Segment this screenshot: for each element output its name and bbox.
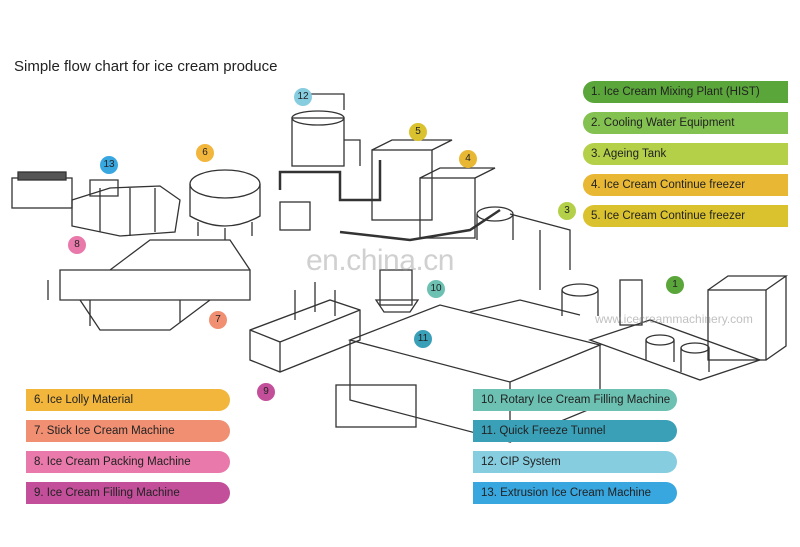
legend-label: 12. CIP System [481, 456, 561, 468]
badge-stick-machine: 7 [209, 311, 227, 329]
badge-freezer-4: 4 [459, 150, 477, 168]
ice-lolly-material-tank-drawing [189, 169, 261, 240]
legend-item-continue-freezer-5: 5. Ice Cream Continue freezer [583, 205, 788, 227]
legend-label: 1. Ice Cream Mixing Plant (HIST) [591, 86, 760, 98]
legend-label: 8. Ice Cream Packing Machine [34, 456, 191, 468]
mixing-plant-drawing [588, 275, 789, 381]
legend-item-continue-freezer-4: 4. Ice Cream Continue freezer [583, 174, 788, 196]
legend-item-quick-freeze: 11. Quick Freeze Tunnel [473, 420, 677, 442]
ageing-tank-drawing [476, 206, 599, 316]
legend-label: 6. Ice Lolly Material [34, 394, 134, 406]
stick-ice-cream-machine-drawing [47, 239, 251, 331]
legend-label: 11. Quick Freeze Tunnel [481, 425, 606, 437]
legend-item-ice-lolly-material: 6. Ice Lolly Material [26, 389, 230, 411]
legend-item-mixing-plant: 1. Ice Cream Mixing Plant (HIST) [583, 81, 788, 103]
extrusion-ice-cream-machine-drawing [11, 171, 181, 237]
legend-label: 10. Rotary Ice Cream Filling Machine [481, 394, 671, 406]
legend-item-rotary-filling: 10. Rotary Ice Cream Filling Machine [473, 389, 677, 411]
legend-label: 4. Ice Cream Continue freezer [591, 179, 746, 191]
legend-label: 13. Extrusion Ice Cream Machine [481, 487, 652, 499]
legend-item-extrusion-machine: 13. Extrusion Ice Cream Machine [473, 482, 677, 504]
legend-label: 5. Ice Cream Continue freezer [591, 210, 746, 222]
badge-ageing-tank: 3 [558, 202, 576, 220]
badge-freezer-5: 5 [409, 123, 427, 141]
rotary-filling-machine-drawing [374, 269, 420, 313]
legend-item-filling-machine: 9. Ice Cream Filling Machine [26, 482, 230, 504]
legend-label: 7. Stick Ice Cream Machine [34, 425, 175, 437]
legend-item-cooling-water: 2. Cooling Water Equipment [583, 112, 788, 134]
filling-packing-machine-drawing [249, 201, 361, 373]
page-title: Simple flow chart for ice cream produce [14, 58, 278, 75]
legend-label: 3. Ageing Tank [591, 148, 667, 160]
legend-item-cip-system: 12. CIP System [473, 451, 677, 473]
cip-system-drawing [291, 93, 361, 167]
legend-label: 9. Ice Cream Filling Machine [34, 487, 180, 499]
badge-quick-freeze: 11 [414, 330, 432, 348]
legend-item-stick-machine: 7. Stick Ice Cream Machine [26, 420, 230, 442]
badge-cip-system: 12 [294, 88, 312, 106]
badge-filling-machine: 9 [257, 383, 275, 401]
watermark-url: www.icecreammachinery.com [595, 312, 753, 326]
badge-ice-lolly-material: 6 [196, 144, 214, 162]
badge-extrusion-machine: 13 [100, 156, 118, 174]
legend-item-packing-machine: 8. Ice Cream Packing Machine [26, 451, 230, 473]
legend-label: 2. Cooling Water Equipment [591, 117, 735, 129]
badge-rotary-filling: 10 [427, 280, 445, 298]
legend-item-ageing-tank: 3. Ageing Tank [583, 143, 788, 165]
watermark: en.china.cn [306, 244, 454, 277]
badge-mixing-plant: 1 [666, 276, 684, 294]
badge-packing-machine: 8 [68, 236, 86, 254]
